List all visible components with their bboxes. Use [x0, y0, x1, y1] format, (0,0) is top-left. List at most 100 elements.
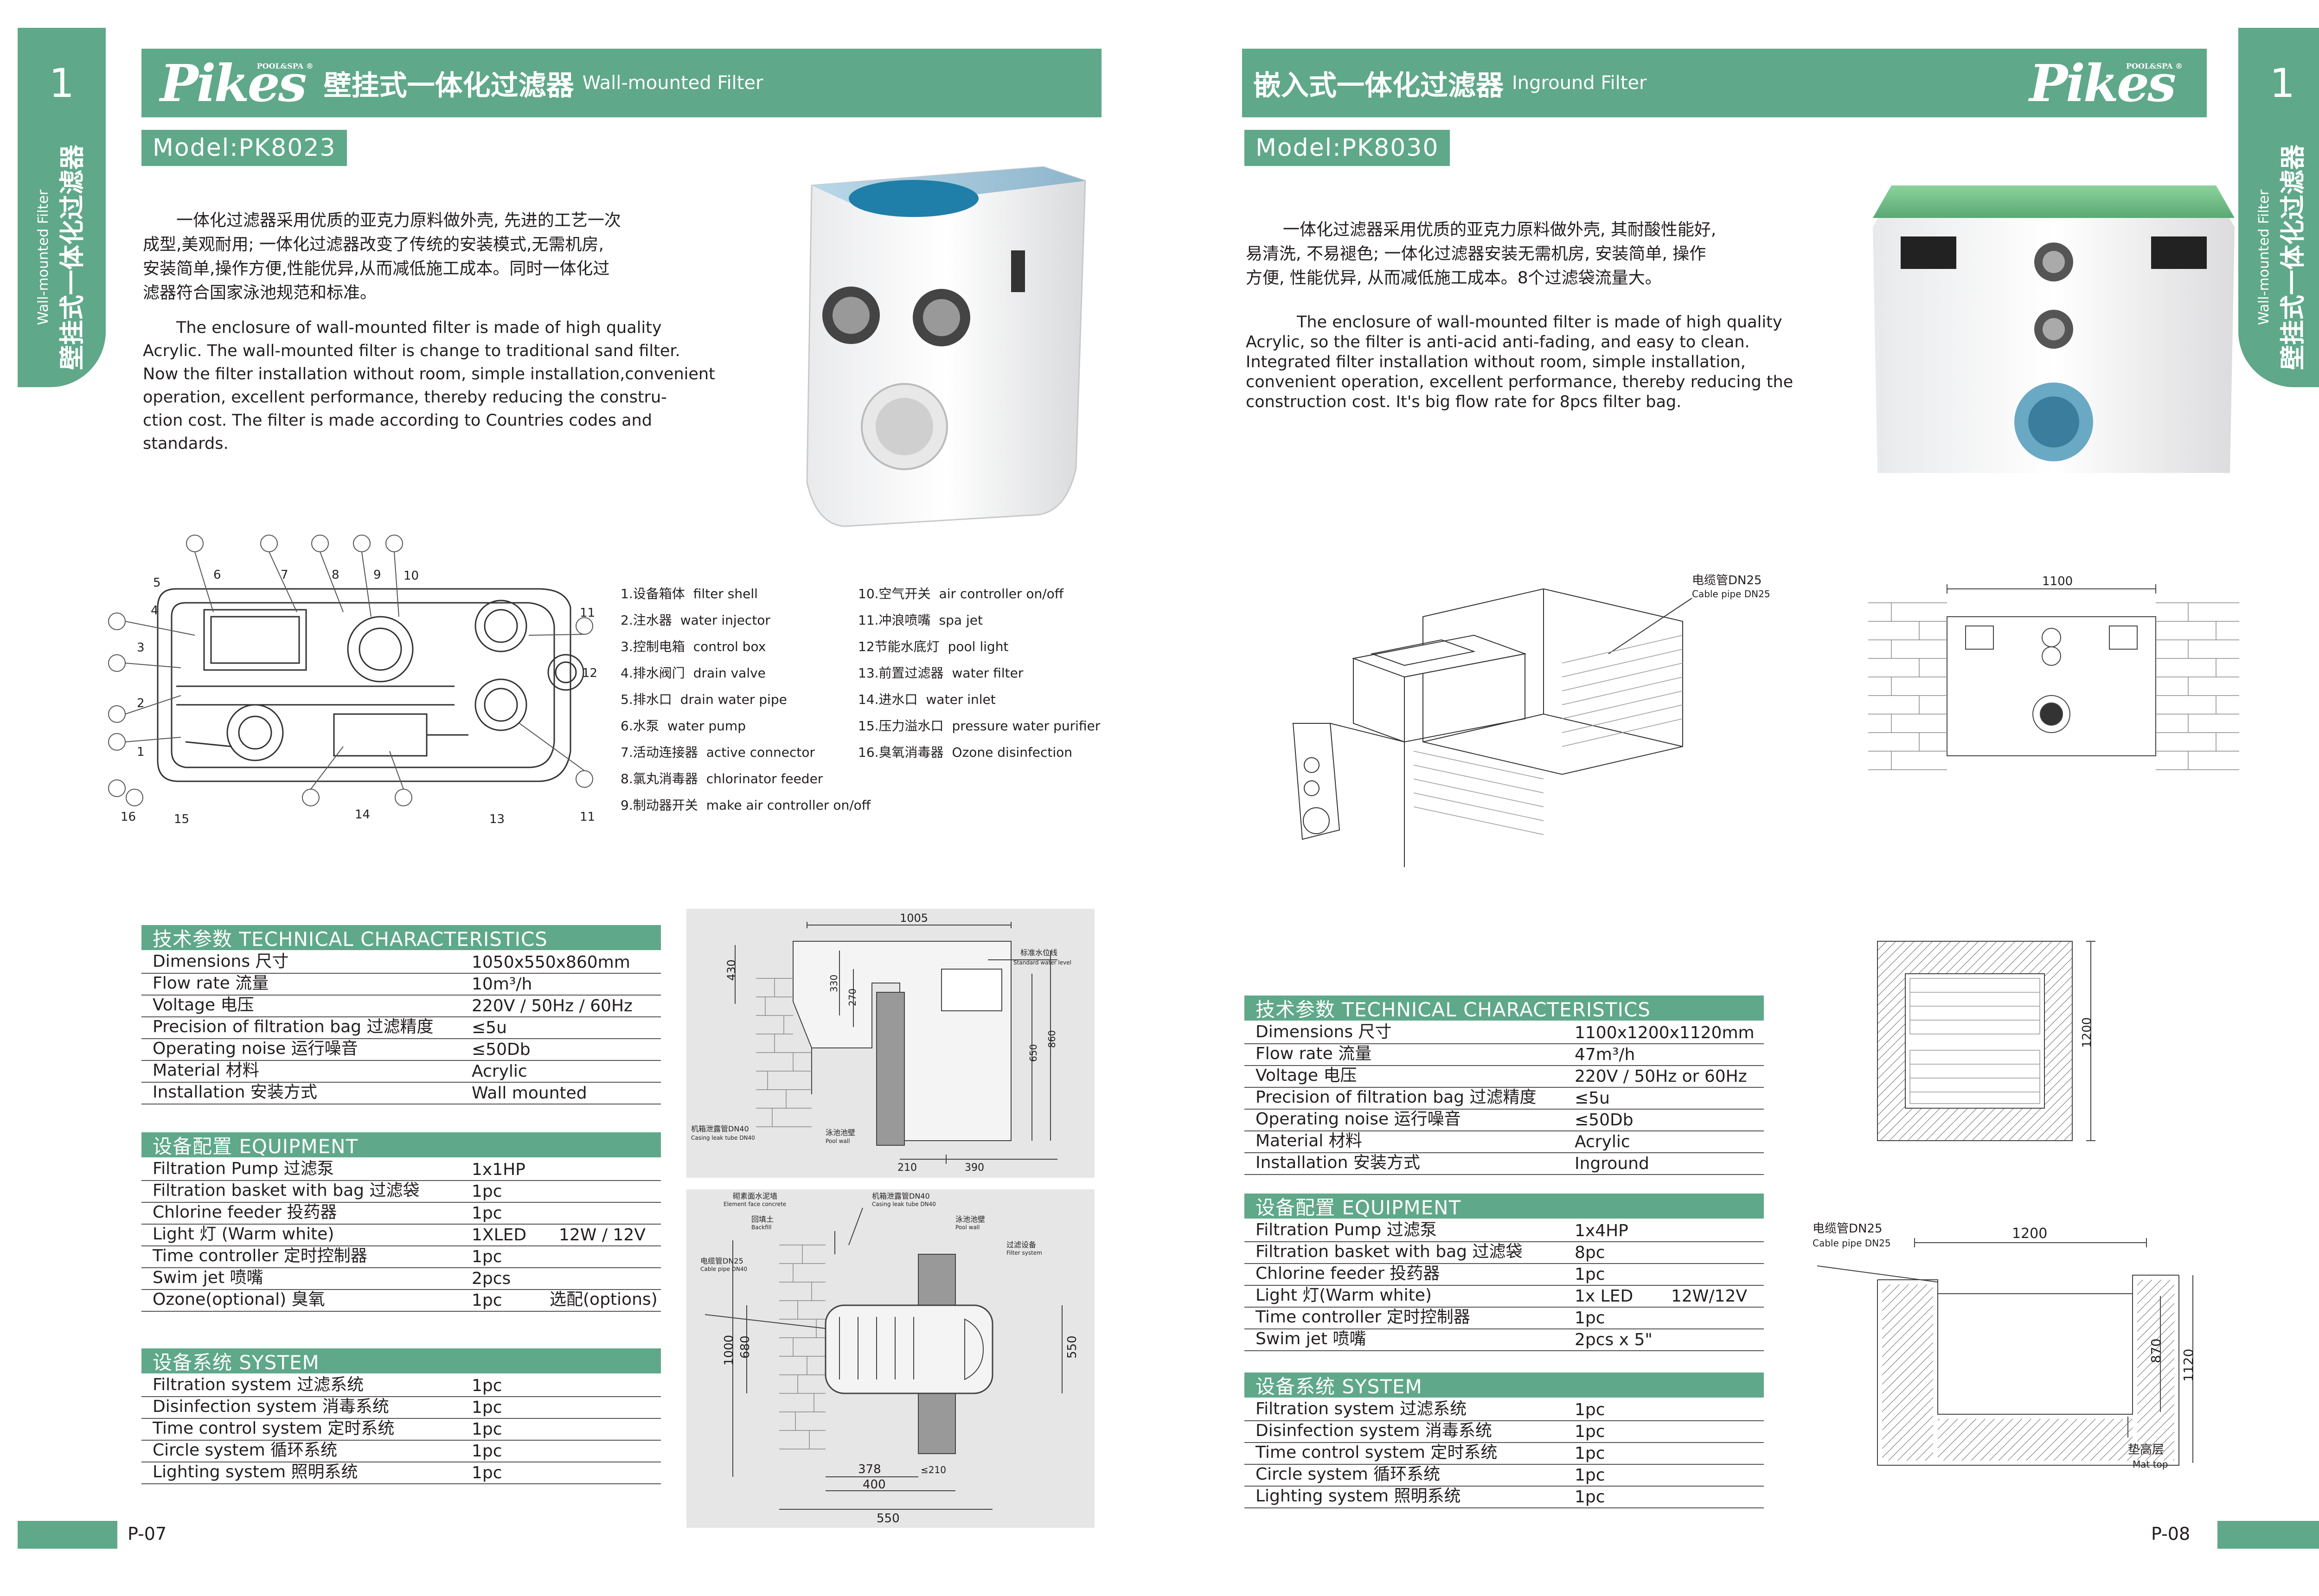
desc-en-line: Integrated filter installation without r… — [1246, 353, 1746, 371]
callout-8: 8 — [332, 568, 340, 582]
description-en: The enclosure of wall-mounted filter is … — [143, 316, 746, 455]
tech-section-header: 技术参数 TECHNICAL CHARACTERISTICS — [1244, 996, 1764, 1021]
dim-400: 400 — [863, 1478, 886, 1492]
concrete-label-zh: 砌素面水泥墙 — [733, 1192, 777, 1200]
desc-zh-line: 安装简单,操作方便,性能优异,从而减低施工成本。同时一体化过 — [143, 259, 610, 278]
desc-en-line: operation, excellent performance, thereb… — [143, 388, 667, 407]
installation-drawing-elevation: 1005 430 330 270 650 860 标准水位线 Standard … — [686, 909, 1095, 1178]
page-footer-bar — [18, 1521, 117, 1549]
desc-en-line: standards. — [143, 434, 229, 453]
callout-7: 7 — [281, 568, 288, 582]
backfill-label-en: Backfill — [751, 1224, 771, 1231]
dim-430: 430 — [725, 959, 738, 981]
cable-pipe-label-zh: 电缆管DN25 — [700, 1257, 743, 1265]
pool-wall-label-zh: 泳池池壁 — [826, 1128, 855, 1137]
chapter-tab-zh: 壁挂式一体化过滤器 — [2278, 145, 2307, 370]
page-right: 1 Wall-mounted Filter 壁挂式一体化过滤器 嵌入式一体化过滤… — [1168, 0, 2319, 1596]
dim-550: 550 — [1065, 1335, 1079, 1359]
tech-row: Precision of filtration bag 过滤精度≤5u — [141, 1017, 661, 1039]
product-image-pk8023 — [806, 166, 1086, 527]
page-title-zh: 嵌入式一体化过滤器 — [1253, 69, 1504, 102]
front-elevation-drawing: 1100 — [1868, 575, 2239, 770]
dim-680: 680 — [738, 1335, 752, 1359]
water-level-label-en: Standard water level — [1013, 959, 1071, 966]
page-title-en: Inground Filter — [1512, 72, 1647, 94]
equipment-section-header: 设备配置 EQUIPMENT — [1244, 1194, 1764, 1219]
dim-650: 650 — [1028, 1044, 1039, 1062]
equipment-section-header: 设备配置 EQUIPMENT — [141, 1132, 661, 1158]
chapter-tab-number: 1 — [2238, 28, 2319, 139]
desc-zh-line: 滤器符合国家泳池规范和标准。 — [143, 283, 377, 302]
desc-zh-line: 成型,美观耐用; 一体化过滤器改变了传统的安装模式,无需机房, — [143, 235, 604, 254]
desc-en-line: Acrylic. The wall-mounted filter is chan… — [143, 342, 680, 360]
cable-pipe-label-en: Cable pipe DN25 — [1813, 1238, 1891, 1249]
tech-row: Operating noise 运行噪音≤50Db — [1244, 1110, 1764, 1131]
description-zh: 一体化过滤器采用优质的亚克力原料做外壳, 其耐酸性能好, 易清洗, 不易褪色; … — [1246, 218, 1832, 290]
model-label: Model:PK8030 — [1244, 130, 1450, 166]
dim-1100: 1100 — [2042, 575, 2073, 588]
chapter-tab-side: Wall-mounted Filter 壁挂式一体化过滤器 — [18, 128, 106, 387]
chapter-tab-number: 1 — [18, 28, 106, 139]
callout-11-top: 11 — [580, 606, 595, 620]
product-image-pk8030 — [1873, 185, 2235, 473]
cable-pipe-label-zh: 电缆管DN25 — [1813, 1222, 1883, 1236]
pool-wall-label-zh: 泳池池壁 — [955, 1215, 985, 1224]
description-zh: 一体化过滤器采用优质的亚克力原料做外壳, 先进的工艺一次 成型,美观耐用; 一体… — [143, 209, 746, 305]
cable-pipe-label-zh: 电缆管DN25 — [1692, 574, 1762, 587]
dim-1200: 1200 — [2012, 1226, 2047, 1242]
filter-system-label-en: Filter system — [1006, 1250, 1042, 1256]
desc-zh-line: 一体化过滤器采用优质的亚克力原料做外壳, 其耐酸性能好, — [1283, 220, 1717, 239]
dim-1005: 1005 — [900, 912, 928, 925]
chapter-tab-zh: 壁挂式一体化过滤器 — [58, 145, 87, 370]
dim-870: 870 — [2148, 1339, 2164, 1363]
callout-9: 9 — [373, 568, 381, 582]
system-section-header: 设备系统 SYSTEM — [1244, 1373, 1764, 1398]
pool-wall-label-en: Pool wall — [826, 1138, 850, 1144]
installation-drawing-plan: 砌素面水泥墙 Element face concrete 机箱泄露管DN40 C… — [686, 1189, 1095, 1528]
mat-top-label-en: Mat top — [2133, 1459, 2168, 1470]
callout-10: 10 — [404, 569, 419, 583]
description-en: The enclosure of wall-mounted filter is … — [1246, 313, 1832, 412]
system-section-header: 设备系统 SYSTEM — [141, 1348, 661, 1374]
desc-en-line: The enclosure of wall-mounted filter is … — [1297, 313, 1782, 332]
chapter-number: 1 — [49, 60, 75, 107]
callout-3: 3 — [137, 641, 145, 655]
callout-14: 14 — [355, 808, 370, 822]
tech-row: Operating noise 运行噪音≤50Db — [141, 1039, 661, 1061]
callout-6: 6 — [213, 568, 221, 582]
desc-en-line: ction cost. The filter is made according… — [143, 411, 652, 430]
tech-section-header: 技术参数 TECHNICAL CHARACTERISTICS — [141, 925, 661, 951]
dim-390: 390 — [965, 1162, 984, 1174]
callout-4: 4 — [151, 604, 159, 618]
page-number: P-07 — [128, 1524, 167, 1544]
filter-system-label-zh: 过滤设备 — [1006, 1240, 1036, 1249]
